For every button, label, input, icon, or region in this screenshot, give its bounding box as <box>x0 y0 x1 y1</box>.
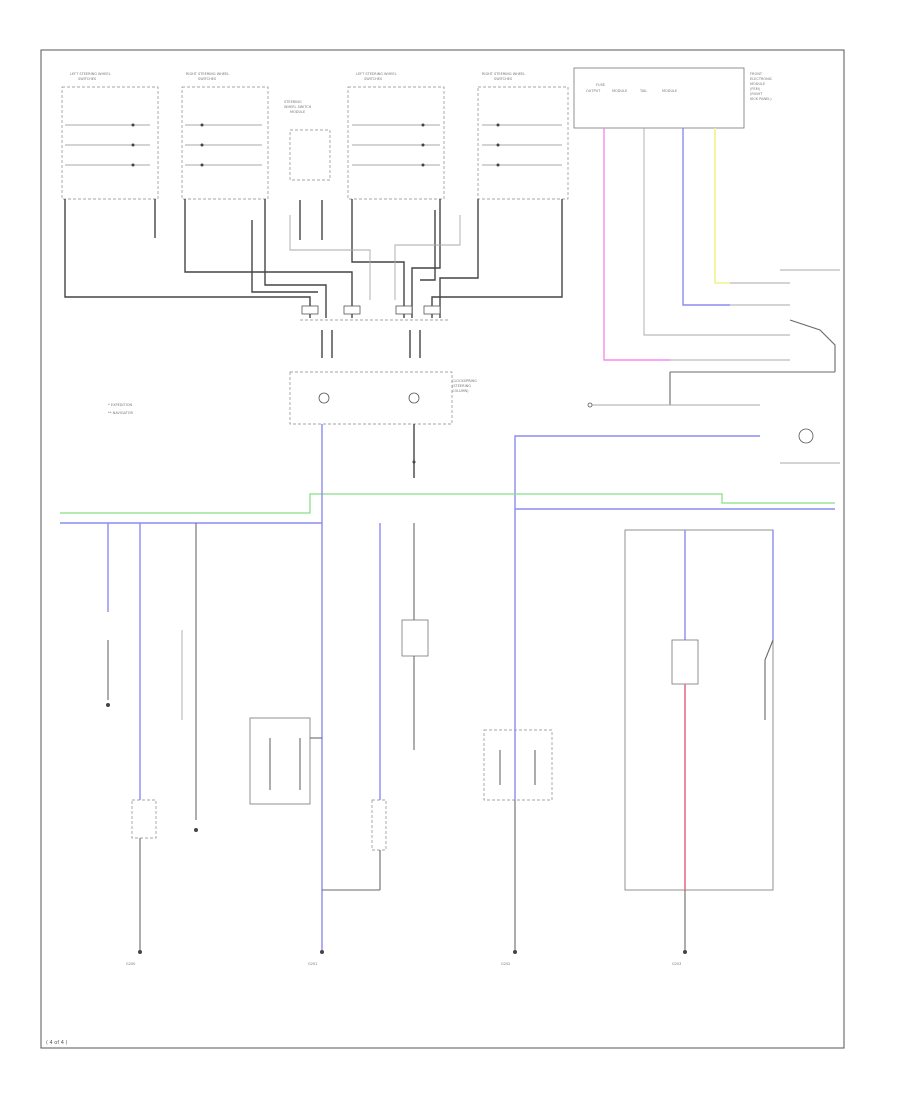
ground-symbol <box>138 950 142 954</box>
ground-symbol <box>320 950 324 954</box>
ground-symbol <box>683 950 687 954</box>
svg-text:FUSE: FUSE <box>596 83 605 87</box>
svg-text:MODULE: MODULE <box>612 89 627 93</box>
svg-text:MODULE: MODULE <box>290 110 305 114</box>
svg-text:FRONT: FRONT <box>750 72 763 76</box>
svg-text:WHEEL SWITCH: WHEEL SWITCH <box>284 105 312 109</box>
clockspring-outputs <box>321 424 416 950</box>
compass-block <box>483 540 553 950</box>
grounds: G200 G201 G202 G203 <box>126 950 687 966</box>
right-upper-harness <box>514 128 840 540</box>
legend: * EXPEDITION ** NAVIGATOR <box>108 403 134 415</box>
svg-text:(STEERING: (STEERING <box>452 384 471 388</box>
svg-text:SWITCHES: SWITCHES <box>364 77 383 81</box>
switch-module-lr: LEFT STEERING WHEEL SWITCHES <box>347 72 445 200</box>
relay-block <box>249 717 322 805</box>
legend-item: * EXPEDITION <box>108 403 132 407</box>
switch-module-center: STEERING WHEEL SWITCH MODULE <box>284 100 331 181</box>
svg-text:G203: G203 <box>672 962 681 966</box>
top-harness <box>64 199 563 321</box>
svg-text:LEFT STEERING WHEEL: LEFT STEERING WHEEL <box>70 72 111 76</box>
svg-text:(RIGHT: (RIGHT <box>750 92 763 96</box>
svg-text:COLUMN): COLUMN) <box>452 389 469 393</box>
hazard-column <box>401 523 429 750</box>
svg-text:TAIL: TAIL <box>639 89 647 93</box>
svg-text:SWITCHES: SWITCHES <box>198 77 217 81</box>
svg-text:ELECTRONIC: ELECTRONIC <box>750 77 773 81</box>
svg-text:STEERING: STEERING <box>284 100 302 104</box>
switch-module-lf: LEFT STEERING WHEEL SWITCHES <box>61 72 159 200</box>
switch-column <box>322 523 387 891</box>
clockspring: CLOCKSPRING (STEERING COLUMN) <box>289 330 477 425</box>
svg-text:RIGHT STEERING WHEEL: RIGHT STEERING WHEEL <box>482 72 525 76</box>
svg-text:SWITCHES: SWITCHES <box>494 77 513 81</box>
front-electronic-module: FUSE OUTPUT MODULE TAIL MODULE FRONT ELE… <box>573 67 773 129</box>
svg-text:MODULE: MODULE <box>750 82 765 86</box>
svg-text:G200: G200 <box>126 962 135 966</box>
switch-module-rf: RIGHT STEERING WHEEL SWITCHES <box>181 72 269 200</box>
green-bus <box>60 493 835 514</box>
diagram-frame <box>40 49 845 1049</box>
svg-text:G201: G201 <box>308 962 317 966</box>
left-column <box>106 523 198 950</box>
ground-symbol <box>513 950 517 954</box>
svg-text:KICK PANEL): KICK PANEL) <box>750 97 772 101</box>
page-corner-label: ( 4 of 4 ) <box>46 1040 67 1046</box>
svg-text:OUTPUT: OUTPUT <box>586 89 601 93</box>
svg-text:CLOCKSPRING: CLOCKSPRING <box>452 379 477 383</box>
legend-item: ** NAVIGATOR <box>108 411 134 415</box>
right-relay-block <box>624 529 774 950</box>
svg-text:(FEM): (FEM) <box>750 87 761 91</box>
svg-text:MODULE: MODULE <box>662 89 677 93</box>
svg-text:RIGHT STEERING WHEEL: RIGHT STEERING WHEEL <box>186 72 229 76</box>
svg-text:LEFT STEERING WHEEL: LEFT STEERING WHEEL <box>356 72 397 76</box>
switch-module-rr: RIGHT STEERING WHEEL SWITCHES <box>477 72 569 200</box>
blue-bus <box>60 508 835 524</box>
svg-text:G202: G202 <box>501 962 510 966</box>
svg-text:SWITCHES: SWITCHES <box>78 77 97 81</box>
